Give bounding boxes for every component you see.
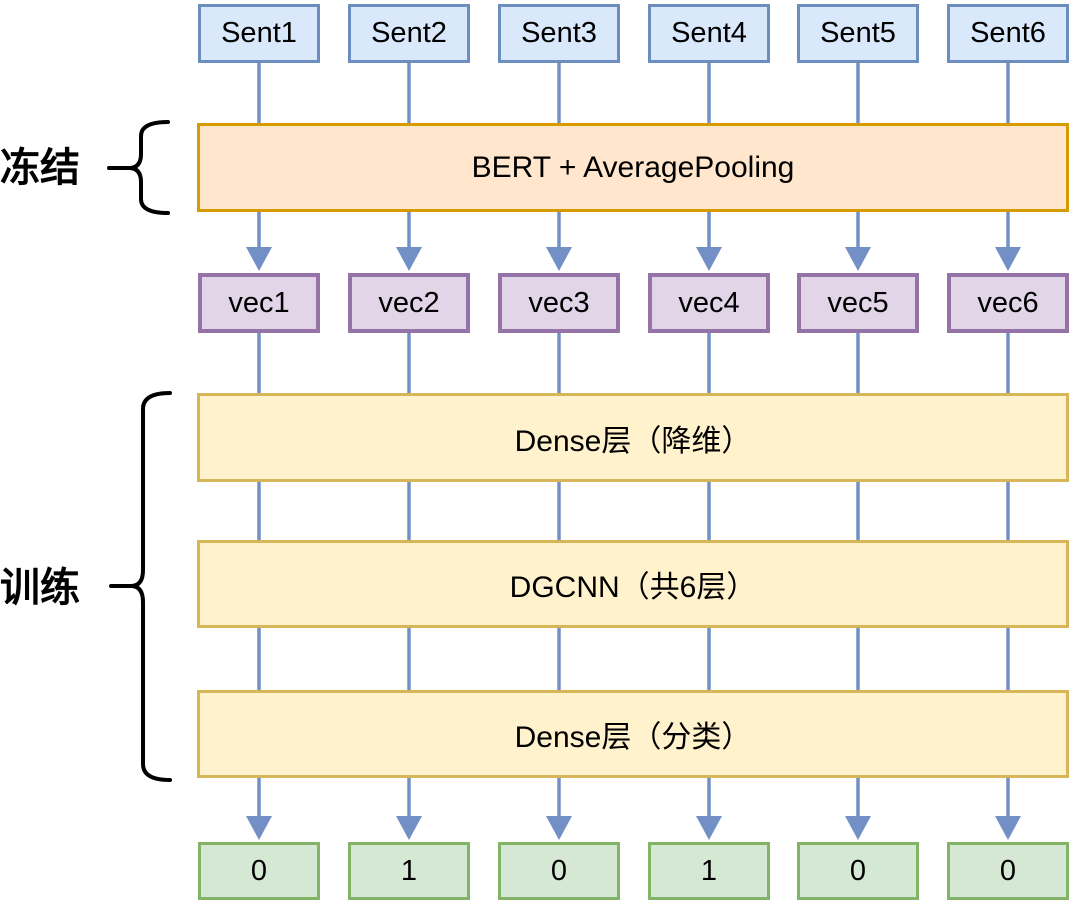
conn-layer3-output-1-arrowhead bbox=[246, 816, 272, 840]
input-box-sent5: Sent5 bbox=[797, 4, 919, 63]
conn-encoder-vector-4-arrowhead bbox=[696, 247, 722, 271]
vector-box-vec2: vec2 bbox=[348, 273, 470, 333]
conn-layer3-output-6-arrowhead bbox=[995, 816, 1021, 840]
vector-box-vec1: vec1 bbox=[198, 273, 320, 333]
output-box-3: 0 bbox=[498, 842, 620, 900]
vector-box-vec4: vec4 bbox=[648, 273, 770, 333]
output-box-6: 0 bbox=[947, 842, 1069, 900]
layer-box-dgcnn: DGCNN（共6层） bbox=[197, 540, 1069, 628]
input-box-sent3: Sent3 bbox=[498, 4, 620, 63]
output-box-1: 0 bbox=[198, 842, 320, 900]
frozen-label: 冻结 bbox=[0, 146, 80, 190]
vector-box-vec6: vec6 bbox=[947, 273, 1069, 333]
input-box-sent1: Sent1 bbox=[198, 4, 320, 63]
input-box-sent2: Sent2 bbox=[348, 4, 470, 63]
conn-encoder-vector-1-arrowhead bbox=[246, 247, 272, 271]
layer-box-dense-reduce: Dense层（降维） bbox=[197, 393, 1069, 482]
train-brace bbox=[109, 391, 172, 782]
conn-layer3-output-4-arrowhead bbox=[696, 816, 722, 840]
train-label: 训练 bbox=[0, 566, 80, 610]
vector-box-vec5: vec5 bbox=[797, 273, 919, 333]
input-box-sent4: Sent4 bbox=[648, 4, 770, 63]
conn-layer3-output-5-arrowhead bbox=[845, 816, 871, 840]
conn-layer3-output-2-arrowhead bbox=[396, 816, 422, 840]
output-box-5: 0 bbox=[797, 842, 919, 900]
conn-encoder-vector-3-arrowhead bbox=[546, 247, 572, 271]
layer-box-dense-classify: Dense层（分类） bbox=[197, 690, 1069, 778]
input-box-sent6: Sent6 bbox=[947, 4, 1069, 63]
conn-layer3-output-3-arrowhead bbox=[546, 816, 572, 840]
output-box-4: 1 bbox=[648, 842, 770, 900]
vector-box-vec3: vec3 bbox=[498, 273, 620, 333]
output-box-2: 1 bbox=[348, 842, 470, 900]
encoder-box: BERT + AveragePooling bbox=[197, 123, 1069, 212]
frozen-brace bbox=[107, 120, 170, 215]
conn-encoder-vector-5-arrowhead bbox=[845, 247, 871, 271]
conn-encoder-vector-6-arrowhead bbox=[995, 247, 1021, 271]
conn-encoder-vector-2-arrowhead bbox=[396, 247, 422, 271]
